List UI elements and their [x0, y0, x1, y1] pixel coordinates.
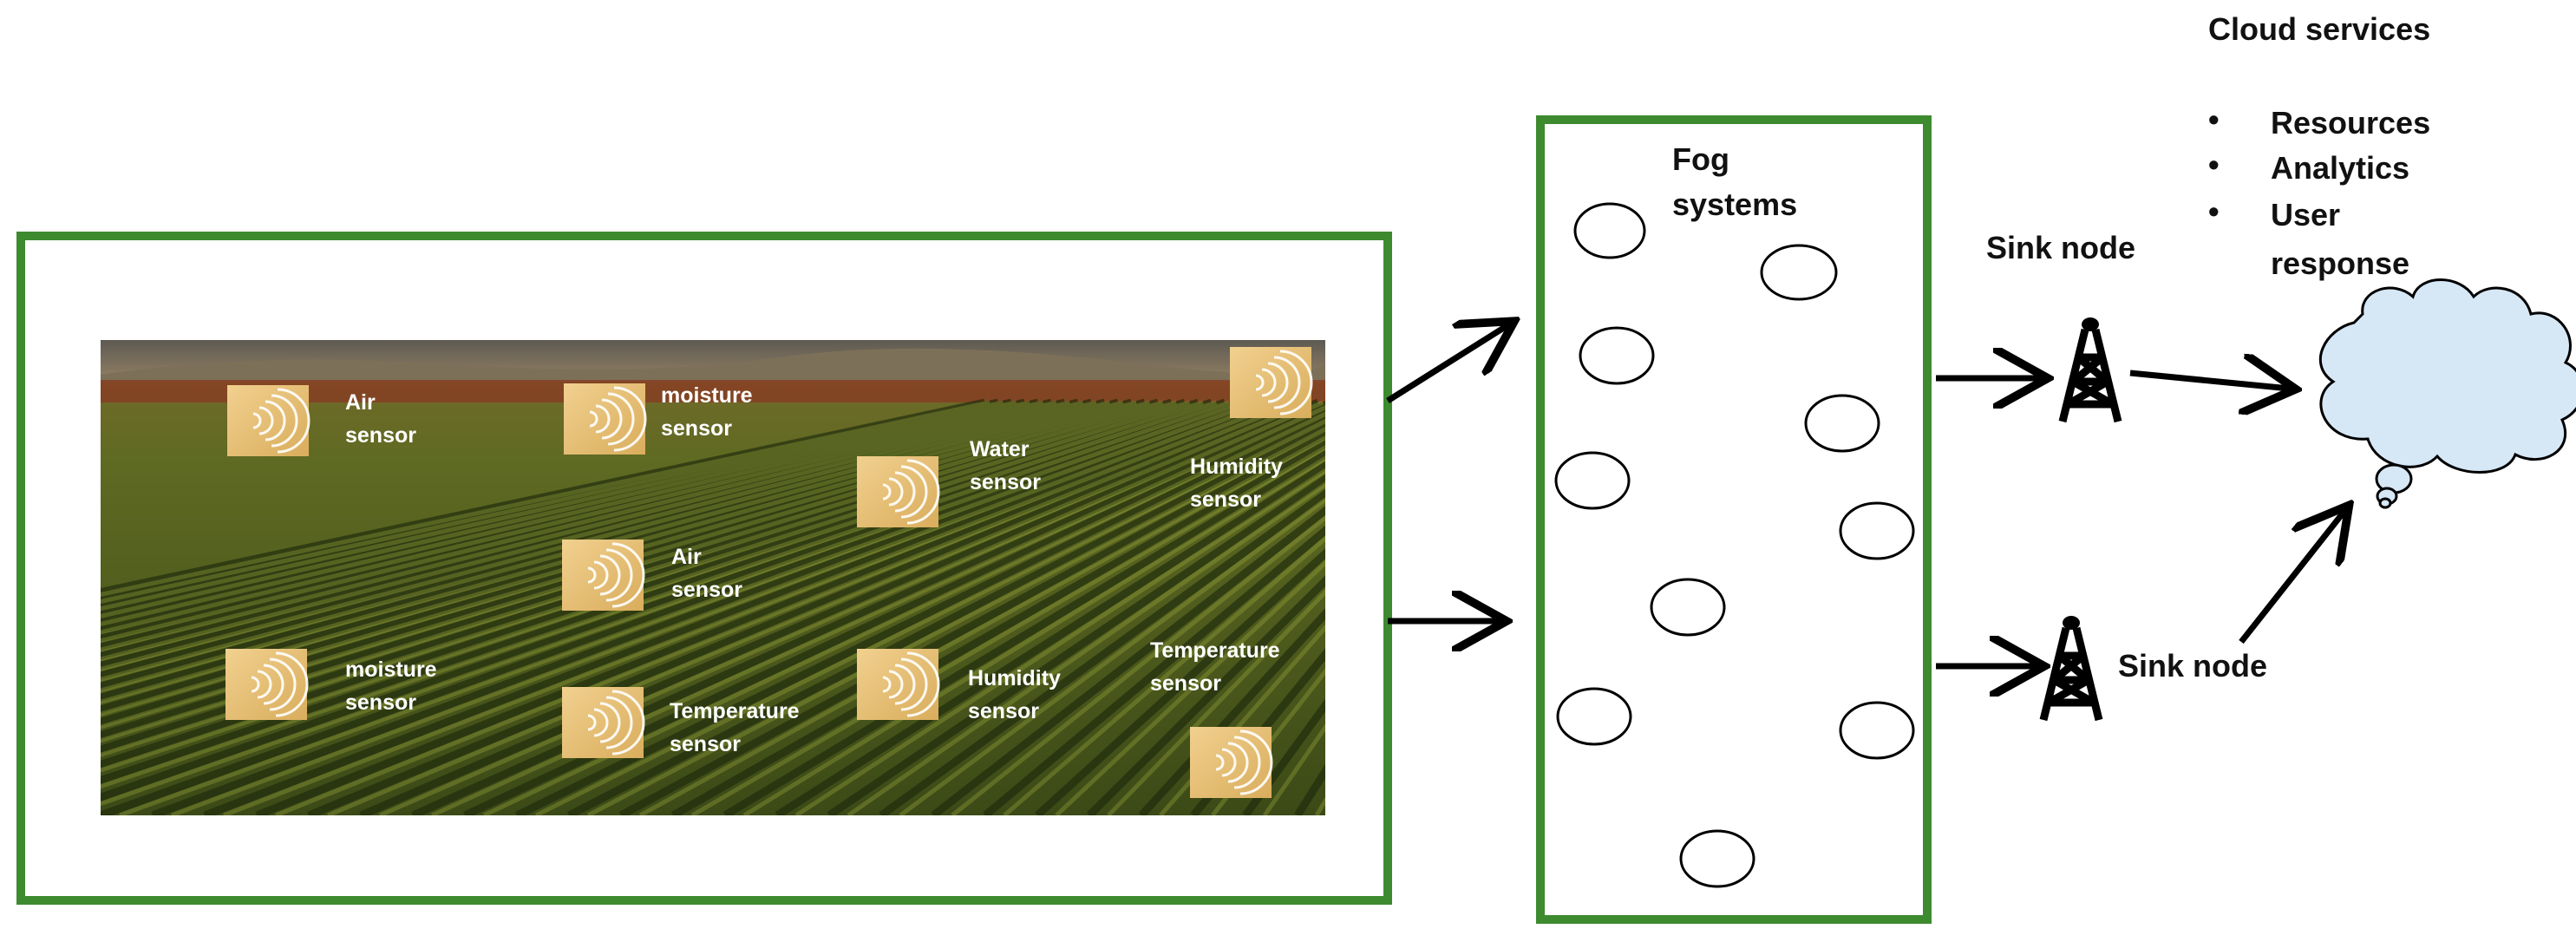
cloud-item-analytics: Analytics	[2271, 150, 2409, 186]
temperature-sensor-2-label-line: Temperature	[1150, 638, 1280, 663]
fog-title-line-2: systems	[1672, 186, 1797, 222]
sink-node-label-bottom: Sink node	[2118, 648, 2267, 684]
moisture-sensor-1: moisture sensor	[564, 383, 753, 455]
moisture-sensor-2-label-line: sensor	[345, 690, 416, 715]
moisture-sensor-2-label: moisture sensor	[345, 657, 437, 715]
cloud-services-list: • Resources • Analytics • User response	[2208, 101, 2430, 281]
humidity-sensor-1-label-line: Humidity	[1190, 455, 1283, 479]
bullet-icon: •	[2208, 147, 2220, 182]
air-sensor-2: Air sensor	[562, 540, 742, 611]
temperature-sensor-2: Temperature sensor	[1150, 638, 1280, 798]
field-frame	[16, 232, 1392, 905]
water-sensor-label: Water sensor	[970, 437, 1041, 494]
antenna-tower-icon	[2039, 616, 2103, 722]
air-sensor-2-label-line: sensor	[671, 578, 742, 602]
temperature-sensor-1-label-line: Temperature	[670, 699, 800, 723]
temperature-sensor-1-label: Temperature sensor	[670, 699, 800, 756]
wifi-signal-icon	[226, 649, 309, 720]
moisture-sensor-2-label-line: moisture	[345, 657, 437, 682]
fog-node	[1760, 244, 1838, 301]
fog-title-line-1: Fog	[1672, 141, 1729, 177]
temperature-sensor-2-label: Temperature sensor	[1150, 638, 1280, 696]
cloud-icon	[2318, 278, 2576, 509]
wifi-signal-icon	[857, 456, 940, 527]
wifi-signal-icon	[562, 687, 645, 758]
fog-title: Fog systems	[1672, 141, 1797, 222]
humidity-sensor-2-label-line: Humidity	[968, 666, 1061, 690]
wifi-signal-icon	[1190, 727, 1273, 798]
air-sensor-2-label: Air sensor	[671, 545, 742, 602]
sink-node-label-top: Sink node	[1986, 230, 2135, 265]
fog-node	[1556, 687, 1632, 746]
cloud-item-user: User	[2271, 197, 2340, 232]
water-sensor: Water sensor	[857, 437, 1041, 527]
humidity-sensor-1-label-line: sensor	[1190, 487, 1261, 512]
arrow-sink-bottom-to-cloud	[2239, 510, 2345, 644]
temperature-sensor-2-label-line: sensor	[1150, 671, 1221, 696]
water-sensor-label-line: Water	[970, 437, 1030, 461]
fog-node	[1679, 829, 1755, 888]
moisture-sensor-1-label-line: moisture	[661, 383, 753, 408]
air-sensor-1-label-line: Air	[345, 390, 376, 415]
temperature-sensor-1-label-line: sensor	[670, 732, 741, 756]
fog-node	[1579, 326, 1655, 385]
humidity-sensor-1: Humidity sensor	[1190, 347, 1313, 512]
fog-node	[1839, 501, 1915, 560]
moisture-sensor-1-label: moisture sensor	[661, 383, 753, 441]
water-sensor-label-line: sensor	[970, 470, 1041, 494]
bullet-icon: •	[2208, 101, 2220, 137]
bullet-icon: •	[2208, 193, 2220, 229]
wifi-signal-icon	[1230, 347, 1313, 418]
humidity-sensor-2-label-line: sensor	[968, 699, 1039, 723]
wifi-signal-icon	[562, 540, 645, 611]
arrow-sink-top-to-cloud	[2129, 373, 2290, 389]
fog-node	[1554, 451, 1631, 510]
fog-systems-frame	[1536, 115, 1932, 924]
fog-node	[1804, 394, 1880, 453]
antenna-tower-icon	[2058, 317, 2122, 423]
moisture-sensor-2: moisture sensor	[226, 649, 437, 720]
wifi-signal-icon	[857, 649, 940, 720]
arrow-field-to-fog-upper	[1386, 324, 1509, 403]
fog-nodes	[1554, 202, 1915, 888]
cloud-services-title: Cloud services	[2208, 11, 2430, 47]
fog-node	[1573, 202, 1646, 259]
air-sensor-1-label: Air sensor	[345, 390, 416, 448]
moisture-sensor-1-label-line: sensor	[661, 416, 732, 441]
air-sensor-1: Air sensor	[227, 385, 416, 456]
fog-node	[1650, 578, 1726, 637]
humidity-sensor-1-label: Humidity sensor	[1190, 455, 1283, 512]
temperature-sensor-1: Temperature sensor	[562, 687, 800, 758]
cloud-item-resources: Resources	[2271, 105, 2430, 141]
air-sensor-2-label-line: Air	[671, 545, 702, 569]
humidity-sensor-2: Humidity sensor	[857, 649, 1061, 723]
cloud-item-response: response	[2271, 245, 2409, 281]
fog-node	[1839, 701, 1915, 760]
wifi-signal-icon	[564, 383, 647, 455]
humidity-sensor-2-label: Humidity sensor	[968, 666, 1061, 723]
wifi-signal-icon	[227, 385, 311, 456]
air-sensor-1-label-line: sensor	[345, 423, 416, 448]
